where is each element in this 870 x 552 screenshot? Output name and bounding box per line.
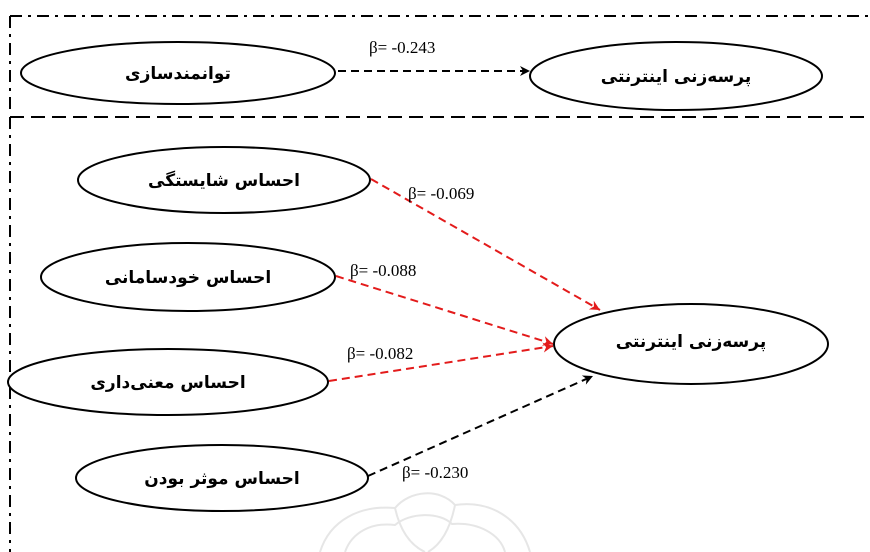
node-cyberloafing-top-label: پرسه‌زنی اینترنتی: [601, 67, 751, 87]
beta-autonomy: β= -0.088: [350, 261, 416, 280]
node-meaningfulness-label: احساس معنی‌داری: [90, 373, 245, 393]
edge-autonomy: [335, 275, 554, 346]
bottom-panel: پرسه‌زنی اینترنتی احساس شایستگی β= -0.06…: [7, 146, 829, 512]
edge-competence: [370, 178, 601, 311]
edge-impact: [367, 375, 594, 477]
node-empowerment: [20, 41, 336, 105]
node-cyberloafing-bottom-label: پرسه‌زنی اینترنتی: [616, 332, 766, 352]
top-panel: توانمندسازی پرسه‌زنی اینترنتی β= -0.243: [20, 38, 823, 111]
node-cyberloafing-bottom: [553, 303, 829, 385]
node-impact: [75, 444, 369, 512]
node-impact-label: احساس موثر بودن: [144, 469, 299, 489]
beta-meaningfulness: β= -0.082: [347, 344, 413, 363]
node-autonomy: [40, 242, 336, 312]
panel-borders: [9, 15, 870, 552]
node-competence: [77, 146, 371, 214]
edge-meaningfulness: [328, 342, 554, 382]
node-meaningfulness: [7, 348, 329, 416]
node-empowerment-label: توانمندسازی: [125, 64, 231, 84]
node-cyberloafing-top: [529, 41, 823, 111]
node-autonomy-label: احساس خودسامانی: [105, 268, 271, 288]
beta-empowerment: β= -0.243: [369, 38, 435, 57]
node-competence-label: احساس شایستگی: [148, 170, 300, 191]
beta-competence: β= -0.069: [408, 184, 474, 203]
watermark-ornament: [319, 492, 531, 552]
beta-impact: β= -0.230: [402, 463, 468, 482]
